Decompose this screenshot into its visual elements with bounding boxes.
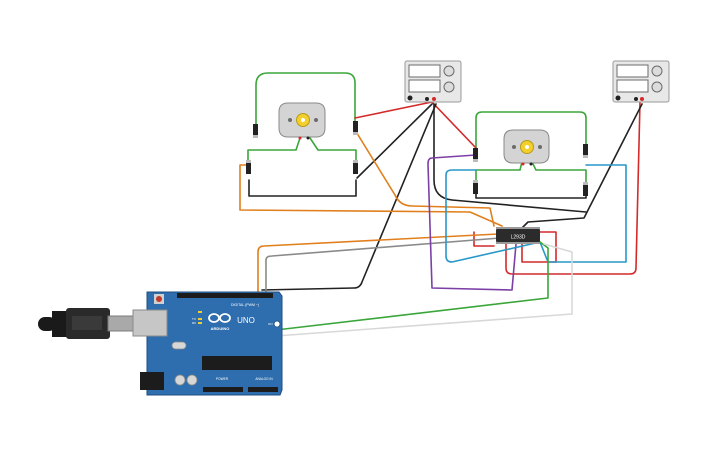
power-supply-2-knob-bottom[interactable] (651, 81, 663, 93)
wire-orange-arduino-ic[interactable] (257, 233, 499, 293)
wire-red-ps1-motor1[interactable] (354, 101, 433, 119)
wire-green-motor1-right[interactable] (309, 137, 357, 161)
power-jack (140, 372, 164, 390)
power-supply-2-knob-top[interactable] (651, 65, 663, 77)
power-header (203, 387, 243, 392)
diode-m1-tr[interactable] (353, 121, 358, 135)
digital-label: DIGITAL (PWM ~) (231, 303, 259, 307)
capacitor-1 (174, 374, 186, 386)
capacitor-2 (186, 374, 198, 386)
motor-2[interactable] (503, 129, 550, 166)
wires (239, 72, 643, 337)
brand-label: ARDUINO (211, 326, 230, 331)
power-supply-2-display-top (616, 64, 649, 78)
diode-m2-bl[interactable] (473, 180, 478, 194)
wire-black-motor2-bottom[interactable] (475, 189, 587, 199)
diode-m2-tr[interactable] (583, 144, 588, 158)
driver-ic[interactable]: L293D (496, 227, 540, 244)
power-supply-1-display-bottom (408, 79, 441, 93)
microcontroller (202, 356, 272, 370)
wire-green-motor2-right[interactable] (531, 161, 587, 183)
wire-black-ps1-down[interactable] (433, 103, 587, 213)
power-label: POWER (216, 377, 229, 381)
power-supply-1-display-top (408, 64, 441, 78)
motor-1[interactable] (278, 102, 326, 140)
wire-red-ic-loop[interactable] (473, 231, 495, 247)
power-supply-1-terminal-positive[interactable] (432, 97, 436, 101)
on-label: ON (268, 322, 273, 326)
wire-red-ps2-to-ic[interactable] (505, 101, 641, 275)
wire-purple-motor2-ic[interactable] (427, 154, 517, 291)
diode-m2-tl[interactable] (473, 148, 478, 162)
crystal (171, 341, 187, 350)
analog-label: ANALOG IN (255, 377, 273, 381)
power-supply-2[interactable] (612, 60, 670, 103)
power-supply-1[interactable] (404, 60, 462, 103)
diode-m1-br[interactable] (353, 160, 358, 174)
led-rx (198, 322, 202, 324)
wire-grey-arduino-ic[interactable] (265, 237, 501, 293)
wire-white-arduino-ic[interactable] (275, 243, 573, 337)
wire-black-motor1-bottom[interactable] (248, 179, 357, 197)
power-supply-2-display-bottom (616, 79, 649, 93)
wire-orange-loop-left[interactable] (239, 164, 503, 227)
arduino-logo (208, 313, 231, 323)
led-tx (198, 318, 202, 320)
rx-label: RX (192, 321, 196, 325)
usb-cable[interactable] (38, 308, 135, 339)
power-supply-2-switch[interactable] (615, 95, 621, 101)
wire-blue-motor2-ic[interactable] (445, 164, 627, 263)
diode-m2-br[interactable] (583, 182, 588, 196)
power-supply-1-knob-bottom[interactable] (443, 81, 455, 93)
wire-green-arduino-ic[interactable] (275, 241, 549, 331)
wire-green-motor1-loop[interactable] (255, 72, 356, 136)
driver-ic-label: L293D (511, 235, 526, 241)
wire-orange-motor1-ic[interactable] (354, 129, 495, 227)
wire-black-ps1-arduino[interactable] (261, 103, 437, 291)
diodes (246, 121, 588, 196)
wire-green-motor1-bottom[interactable] (247, 137, 301, 161)
wire-green-motor2-bottom[interactable] (475, 161, 523, 181)
board-name-label: UNO (237, 316, 255, 325)
led-l (198, 311, 202, 313)
wire-red-ps1-motor2[interactable] (431, 101, 477, 149)
wire-black-ps1-motor1[interactable] (356, 103, 433, 179)
analog-header (248, 387, 278, 392)
power-supply-1-terminal-negative[interactable] (425, 97, 429, 101)
diode-m1-bl[interactable] (246, 160, 251, 174)
power-supply-2-terminal-negative[interactable] (634, 97, 638, 101)
power-supply-1-knob-top[interactable] (443, 65, 455, 77)
tx-label: TX (192, 317, 196, 321)
power-supply-1-switch[interactable] (407, 95, 413, 101)
wire-black-ps2-ic[interactable] (519, 103, 643, 231)
power-supply-2-terminal-positive[interactable] (640, 97, 644, 101)
diode-m1-tl[interactable] (253, 124, 258, 138)
arduino-board[interactable]: DIGITAL (PWM ~) ARDUINO UNO TX RX ON POW… (38, 291, 283, 396)
digital-header (177, 293, 273, 298)
wire-green-motor2-loop[interactable] (475, 111, 587, 149)
usb-port (132, 309, 168, 337)
